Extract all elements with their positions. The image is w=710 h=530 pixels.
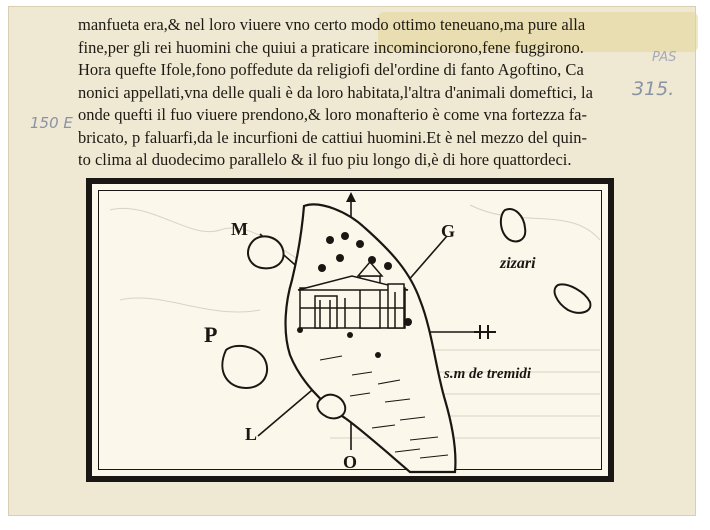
text-line: nonici appellati,vna delle quali è da lo… (78, 82, 593, 102)
text-line: manfueta era,& nel loro viuere vno certo… (78, 15, 586, 34)
paper-stain (378, 12, 698, 52)
trees (297, 232, 412, 358)
island-zizari (499, 208, 527, 243)
island-m (247, 235, 285, 270)
island-small (316, 393, 347, 420)
wind-letter-m: M (231, 219, 248, 239)
main-island (284, 203, 457, 474)
label-tremidi: s.m de tremidi (444, 366, 532, 382)
hatching (319, 355, 449, 459)
wind-letter-p: P (204, 322, 218, 347)
island-p (221, 344, 269, 390)
wind-letter-g: G (441, 221, 456, 241)
island-east (553, 283, 592, 314)
wind-letter-l: L (245, 424, 258, 444)
text-line: to clima al duodecimo parallelo & il fuo… (78, 150, 572, 169)
margin-note-left: 150 E (30, 114, 73, 132)
arrow-icon (346, 192, 356, 202)
monastery-building (297, 260, 409, 329)
margin-note-right: 315. (632, 78, 675, 100)
text-line: fine,per gli rei huomini che quiui a pra… (78, 37, 584, 57)
body-text: manfueta era,& nel loro viuere vno certo… (78, 14, 618, 172)
cross-icon (474, 325, 496, 339)
map-inner-border (98, 190, 602, 470)
text-line: onde quefti il fuo viuere prendono,& lor… (78, 105, 588, 124)
text-line: bricato, p faluarfi,da le incurfioni de … (78, 127, 588, 147)
margin-note-right-top: PAS (652, 50, 677, 65)
text-line: Hora quefte Ifole,fono poffedute da reli… (78, 60, 584, 79)
label-zizari: zizari (500, 255, 536, 272)
wind-letter-o: O (343, 452, 358, 472)
